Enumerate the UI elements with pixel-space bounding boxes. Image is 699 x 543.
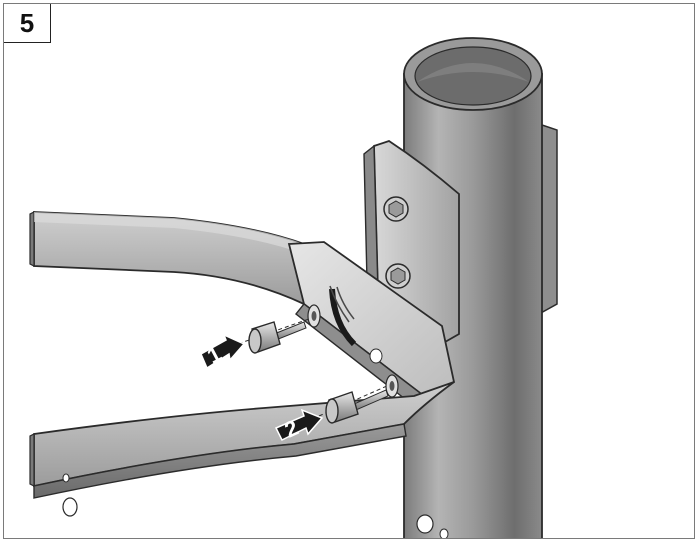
figure-frame: 5 [3,3,695,539]
callout-arrow-2: 2 [274,408,324,443]
cable [329,285,357,347]
bolt-2 [318,374,399,424]
mounting-illustration: 1 2 [29,37,558,538]
step-number: 5 [19,7,35,38]
upper-arm [29,211,305,306]
bolt-1 [231,304,321,354]
callout-arrow-1: 1 [200,333,246,370]
lower-arm [29,381,455,517]
step-number-box: 5 [4,4,51,43]
